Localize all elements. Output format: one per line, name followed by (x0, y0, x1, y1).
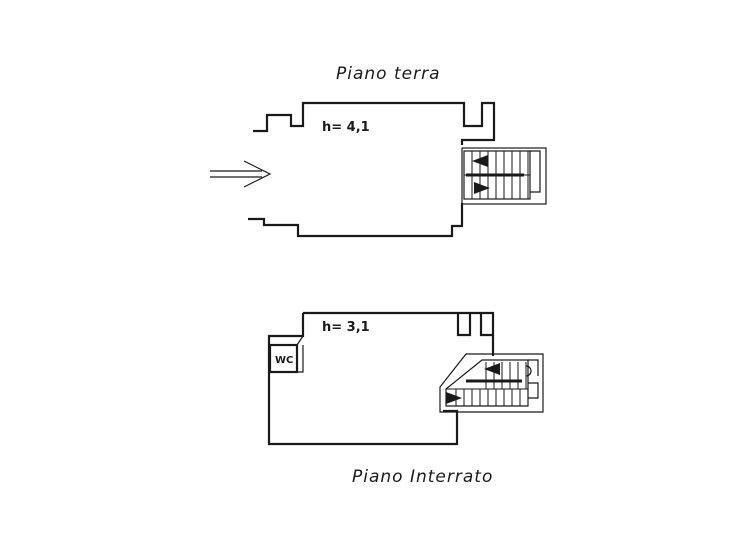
ground-floor-plan: Piano terra h= 4,1 (210, 64, 547, 238)
basement-height-label: h= 3,1 (322, 320, 370, 335)
basement-stair-down-arrow (446, 392, 462, 404)
basement-staircase (439, 353, 544, 413)
wc-room: WC (268, 335, 304, 374)
entrance-arrow (210, 160, 272, 188)
ground-floor-height-label: h= 4,1 (322, 120, 370, 135)
ground-floor-title: Piano terra (336, 64, 441, 84)
ground-floor-staircase (461, 147, 547, 205)
basement-title: Piano Interrato (352, 467, 493, 487)
stair-up-arrow (472, 155, 488, 167)
ground-floor-walls (248, 101, 496, 238)
basement-stair-up-arrow (484, 363, 500, 375)
wc-label: WC (275, 355, 293, 366)
basement-plan: h= 3,1 WC Piano Interrato (267, 311, 544, 487)
stair-down-arrow (474, 182, 490, 194)
